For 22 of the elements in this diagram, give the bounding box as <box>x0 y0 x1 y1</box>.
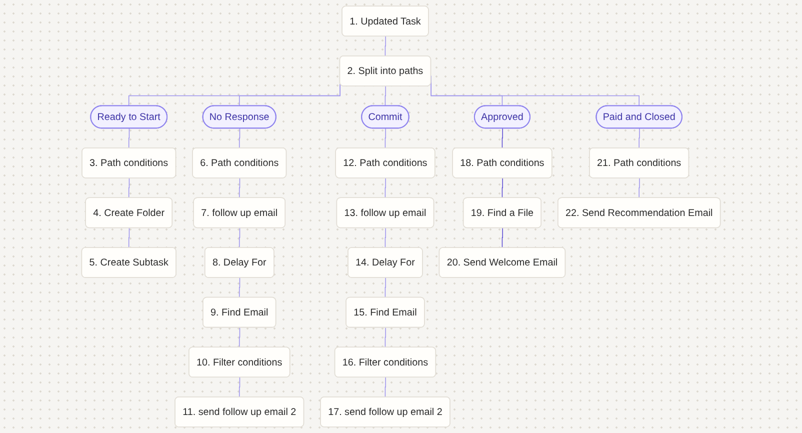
connector <box>238 327 240 348</box>
connector <box>238 178 240 198</box>
connector <box>238 377 240 398</box>
connector <box>384 178 386 198</box>
connector <box>384 228 386 248</box>
connector <box>502 228 503 248</box>
connector <box>128 178 130 198</box>
connector <box>384 327 386 348</box>
connector <box>238 128 240 149</box>
connector <box>638 178 640 198</box>
connector <box>384 278 386 298</box>
connector <box>384 377 386 398</box>
connector <box>384 86 386 106</box>
connector <box>128 228 130 248</box>
connector <box>238 228 240 248</box>
connector <box>238 278 240 298</box>
connector <box>384 128 386 149</box>
connector <box>384 36 386 57</box>
connector <box>128 128 130 149</box>
connector <box>502 178 503 198</box>
connector <box>638 128 640 149</box>
connector <box>502 128 503 149</box>
